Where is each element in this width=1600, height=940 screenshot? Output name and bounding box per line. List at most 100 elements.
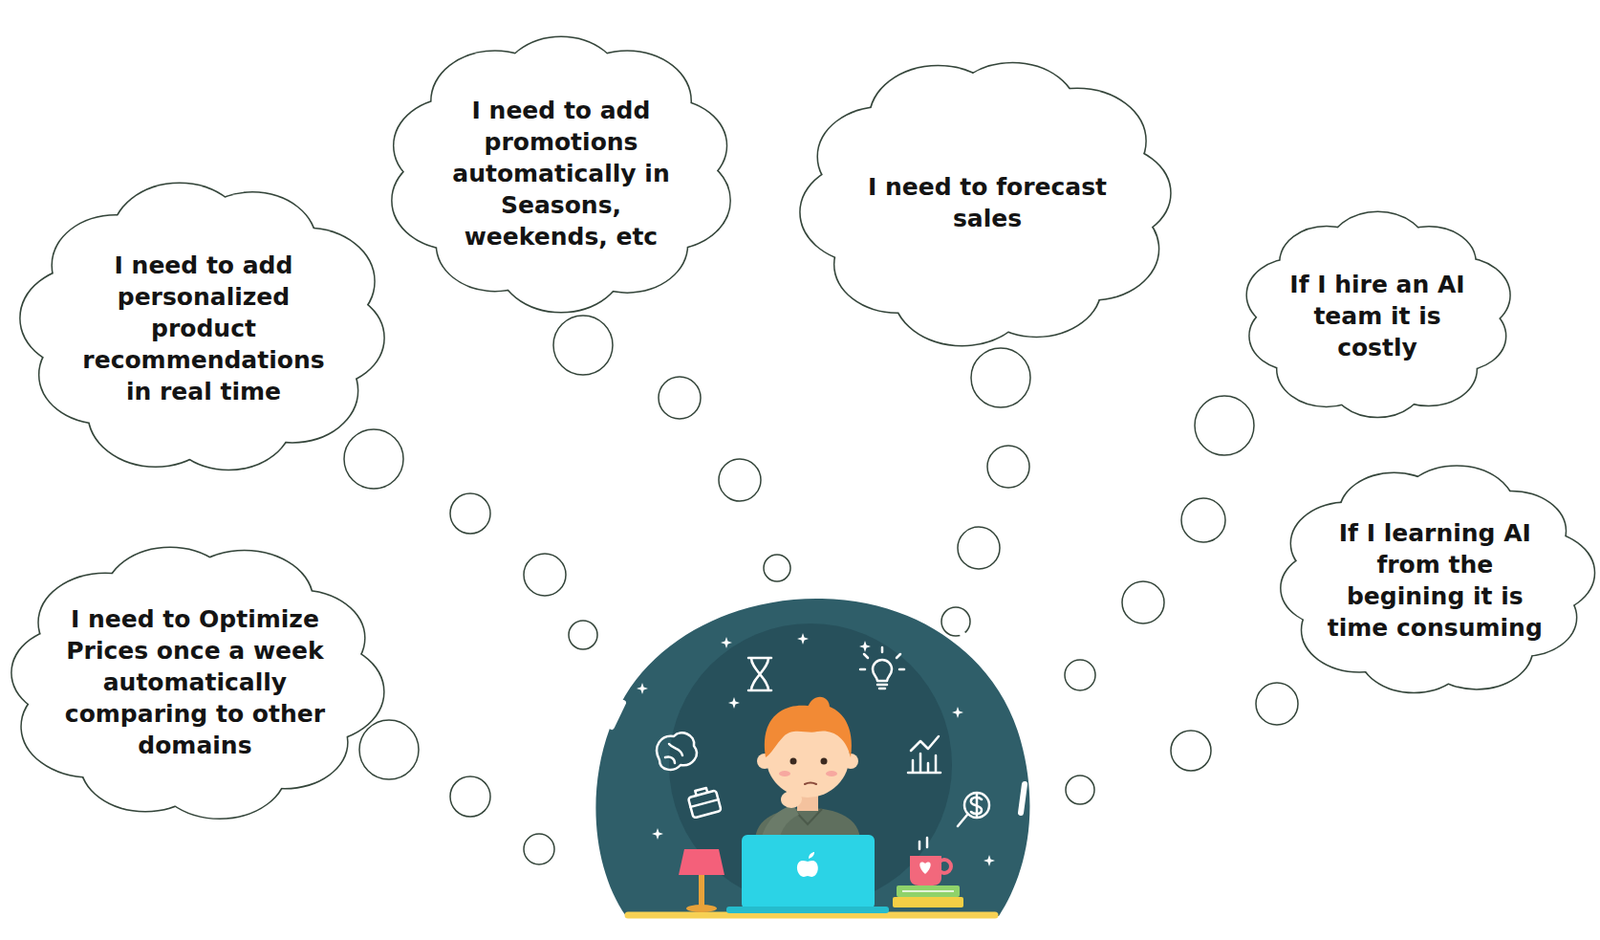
background-blob <box>595 598 1030 916</box>
cloud-bump <box>854 101 1120 303</box>
thought-trail-part <box>658 376 701 419</box>
person-part <box>804 782 817 785</box>
sparkles-part <box>720 636 733 649</box>
briefcase-icon <box>687 785 722 819</box>
person-part <box>764 704 852 757</box>
thought-trail-part <box>1181 497 1226 542</box>
person-part <box>780 790 802 808</box>
sparkles-part <box>859 640 871 652</box>
sparkles-part <box>797 632 809 645</box>
person-part <box>821 757 828 765</box>
cloud-text-block: If I learning AI from the begining it is… <box>1319 517 1550 644</box>
books-and-mug-part <box>919 861 930 874</box>
laptop-part <box>797 851 819 877</box>
thought-trail-part <box>941 606 971 636</box>
books-and-mug-part <box>896 885 960 897</box>
books-and-mug-part <box>909 855 942 886</box>
cloud-outline <box>1275 464 1595 696</box>
blob-streak <box>611 702 624 727</box>
cloud-fill <box>20 183 384 470</box>
thought-text: I need to forecast sales <box>850 171 1124 235</box>
thought-trail-part <box>987 445 1030 488</box>
lamp-part <box>678 848 725 875</box>
thought-cloud: I need to add personalized product recom… <box>18 181 390 475</box>
thought-trail-part <box>1064 659 1096 691</box>
brain-icon <box>656 732 697 770</box>
cloud-fill <box>800 63 1171 346</box>
icons <box>656 647 990 826</box>
laptop-part <box>726 906 889 913</box>
thought-trail-part <box>718 458 761 501</box>
cloud-text-block: I need to Optimize Prices once a week au… <box>58 603 331 761</box>
hourglass-icon <box>748 657 772 691</box>
thought-text: I need to Optimize Prices once a week au… <box>58 603 331 761</box>
cloud-text-block: I need to add personalized product recom… <box>69 249 338 408</box>
chart-icon <box>908 735 941 773</box>
thought-text: If I learning AI from the begining it is… <box>1319 517 1550 644</box>
thought-cloud: I need to forecast sales <box>798 58 1177 347</box>
blob-streak <box>955 627 985 656</box>
cloud-fill <box>392 37 731 312</box>
cloud-border <box>12 546 384 818</box>
thought-trail-part <box>1194 395 1255 455</box>
cloud-border <box>20 183 384 470</box>
bulb-icon <box>860 647 905 689</box>
thought-trail-part <box>1255 682 1298 725</box>
thought-trail-part <box>763 554 791 582</box>
thought-trail-part <box>1170 730 1211 771</box>
sparkles-part <box>636 682 649 694</box>
thought-trail-part <box>450 776 491 817</box>
thought-text: If I hire an AI team it is costly <box>1278 268 1475 364</box>
thought-text: I need to add promotions automatically i… <box>433 94 688 253</box>
cloud-fill <box>12 546 384 818</box>
thought-trail <box>344 315 1298 865</box>
lamp-part <box>686 904 717 912</box>
thought-trail-part <box>971 347 1031 408</box>
cloud-text-block: If I hire an AI team it is costly <box>1278 268 1475 364</box>
thought-cloud: If I learning AI from the begining it is… <box>1275 464 1595 696</box>
thought-trail-part <box>568 620 598 649</box>
laptop-part <box>741 834 875 909</box>
thought-trail-part <box>553 315 613 375</box>
thought-cloud: I need to Optimize Prices once a week au… <box>5 542 385 822</box>
thought-cloud: If I hire an AI team it is costly <box>1241 212 1514 419</box>
lamp <box>678 848 725 912</box>
thought-trail-part <box>359 719 419 779</box>
sparkles-part <box>728 696 740 709</box>
laptop <box>726 834 889 913</box>
money-search-icon <box>957 792 990 826</box>
cloud-border <box>1247 212 1510 417</box>
person-part <box>790 757 798 765</box>
thought-trail-part <box>1122 581 1165 624</box>
books-and-mug-part <box>902 889 954 892</box>
briefcase-icon-part <box>687 785 719 807</box>
thought-trail-part <box>957 526 1000 569</box>
cloud-fill <box>1280 466 1594 692</box>
thought-cloud: I need to add promotions automatically i… <box>385 34 737 312</box>
person-part <box>807 696 830 708</box>
sparkles-part <box>651 827 664 840</box>
cloud-outline <box>798 58 1177 347</box>
cloud-text-block: I need to add promotions automatically i… <box>433 94 688 253</box>
thought-text: I need to add personalized product recom… <box>69 249 338 408</box>
thought-trail-part <box>523 553 566 596</box>
cloud-bump-fill <box>854 101 1120 303</box>
cloud-text-block: I need to forecast sales <box>850 171 1124 235</box>
worker-illustration <box>595 598 1030 916</box>
thought-trail-part <box>344 429 404 489</box>
books-and-mug-part <box>892 896 964 908</box>
books-and-mug-part <box>937 859 952 873</box>
thought-trail-part <box>450 493 491 534</box>
sparkles-part <box>983 854 995 866</box>
cloud-fill <box>1247 212 1510 417</box>
sparkles-part <box>951 706 964 718</box>
cloud-border <box>1280 466 1594 692</box>
cloud-border <box>800 63 1171 346</box>
person-part <box>778 770 791 777</box>
inner-circle <box>669 623 952 907</box>
person-part <box>825 770 838 777</box>
thought-trail-part <box>1065 775 1095 804</box>
books-and-mug <box>892 837 964 908</box>
person-part <box>793 808 822 824</box>
